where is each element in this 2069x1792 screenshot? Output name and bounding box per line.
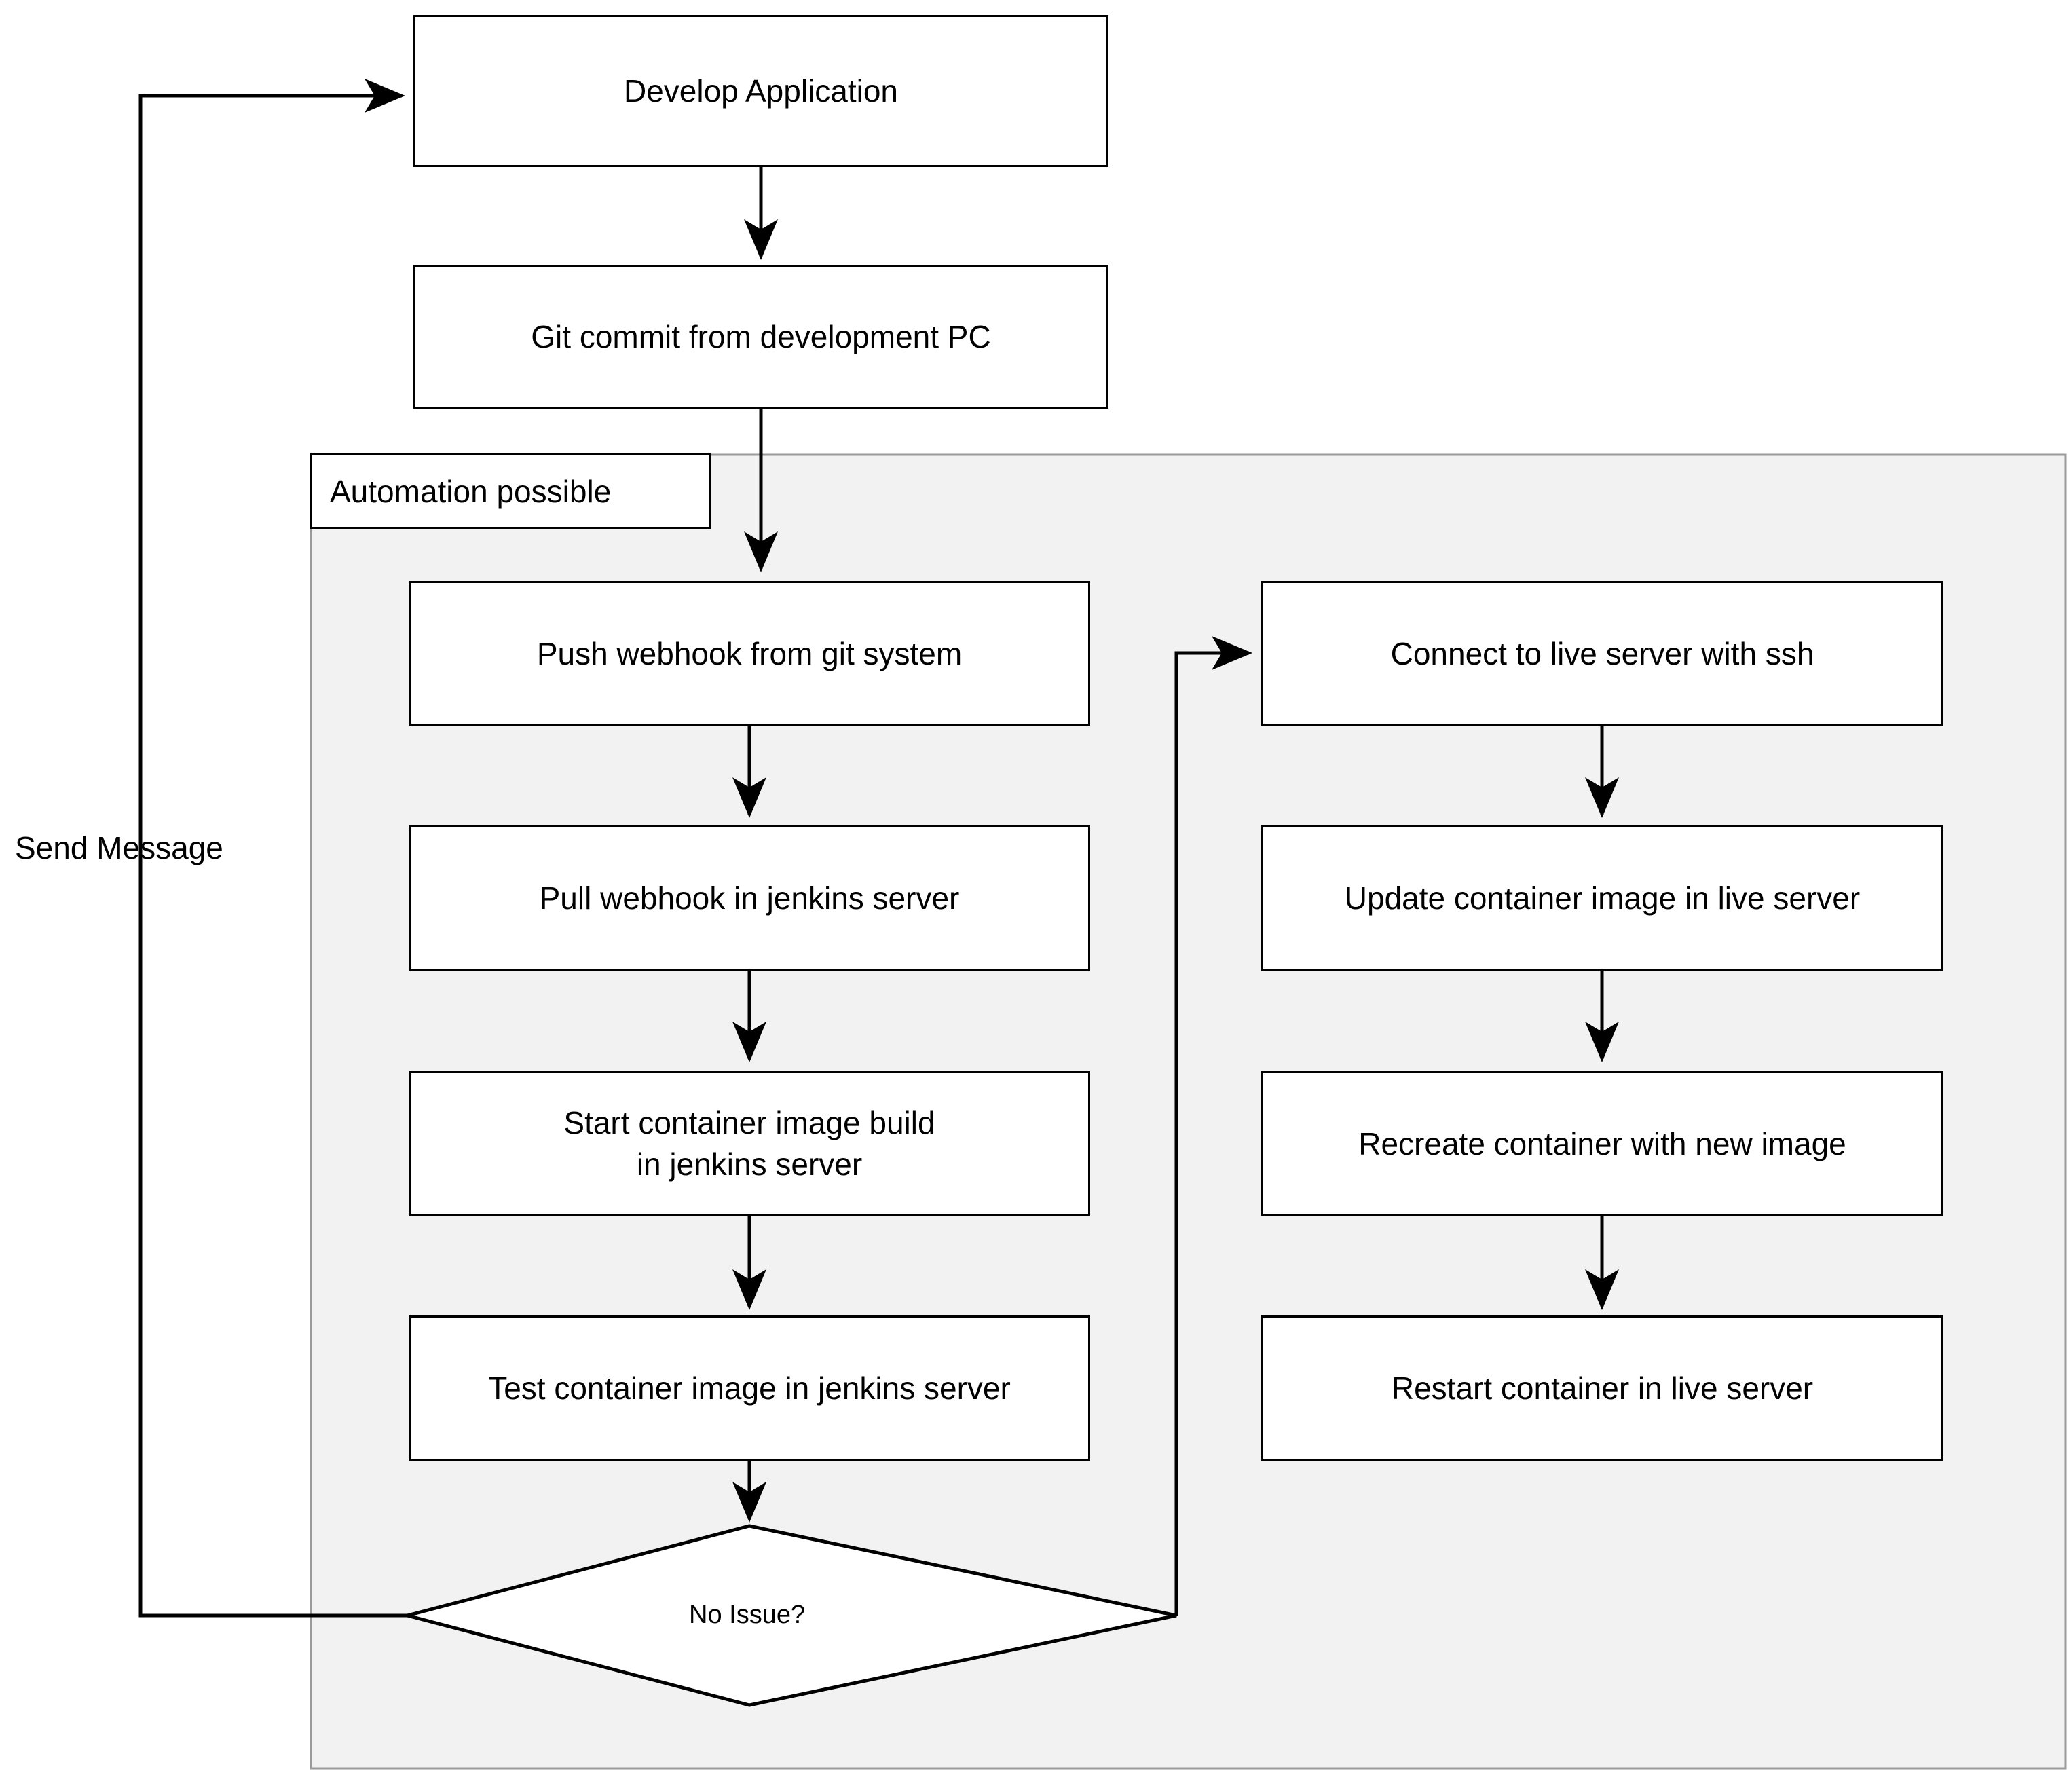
node-start-container-build-label-line1: Start container image build: [563, 1105, 935, 1141]
group-automation-label-box: Automation possible: [310, 453, 711, 529]
edge-decision-to-develop-send-message: [138, 79, 407, 1618]
node-start-container-build-label-line2: in jenkins server: [636, 1146, 863, 1182]
node-connect-ssh[interactable]: Connect to live server with ssh: [1261, 581, 1943, 726]
node-develop-application-label: Develop Application: [623, 73, 899, 109]
node-pull-webhook[interactable]: Pull webhook in jenkins server: [409, 825, 1090, 971]
edge-label-send-message-text: Send Message: [15, 830, 223, 865]
edge-decision-to-connectssh: [1174, 636, 1252, 1616]
node-recreate-container-label: Recreate container with new image: [1358, 1125, 1846, 1161]
node-test-container-image[interactable]: Test container image in jenkins server: [409, 1315, 1090, 1461]
node-restart-container[interactable]: Restart container in live server: [1261, 1315, 1943, 1461]
node-push-webhook[interactable]: Push webhook from git system: [409, 581, 1090, 726]
node-git-commit-label: Git commit from development PC: [531, 318, 991, 354]
node-pull-webhook-label: Pull webhook in jenkins server: [539, 880, 960, 916]
node-start-container-build[interactable]: Start container image build in jenkins s…: [409, 1071, 1090, 1216]
group-automation-label: Automation possible: [330, 474, 612, 509]
decision-no-issue-text: No Issue?: [689, 1601, 806, 1629]
node-update-container-image[interactable]: Update container image in live server: [1261, 825, 1943, 971]
node-test-container-image-label: Test container image in jenkins server: [488, 1370, 1011, 1406]
node-git-commit[interactable]: Git commit from development PC: [413, 265, 1108, 409]
node-develop-application[interactable]: Develop Application: [413, 15, 1108, 167]
decision-no-issue-label: No Issue?: [689, 1601, 805, 1630]
node-restart-container-label: Restart container in live server: [1391, 1370, 1814, 1406]
decision-diamond-no-issue: [400, 1524, 1177, 1707]
node-push-webhook-label: Push webhook from git system: [536, 635, 963, 671]
node-update-container-image-label: Update container image in live server: [1344, 880, 1861, 916]
node-recreate-container[interactable]: Recreate container with new image: [1261, 1071, 1943, 1216]
node-connect-ssh-label: Connect to live server with ssh: [1390, 635, 1814, 671]
edge-label-send-message: Send Message: [15, 829, 223, 866]
